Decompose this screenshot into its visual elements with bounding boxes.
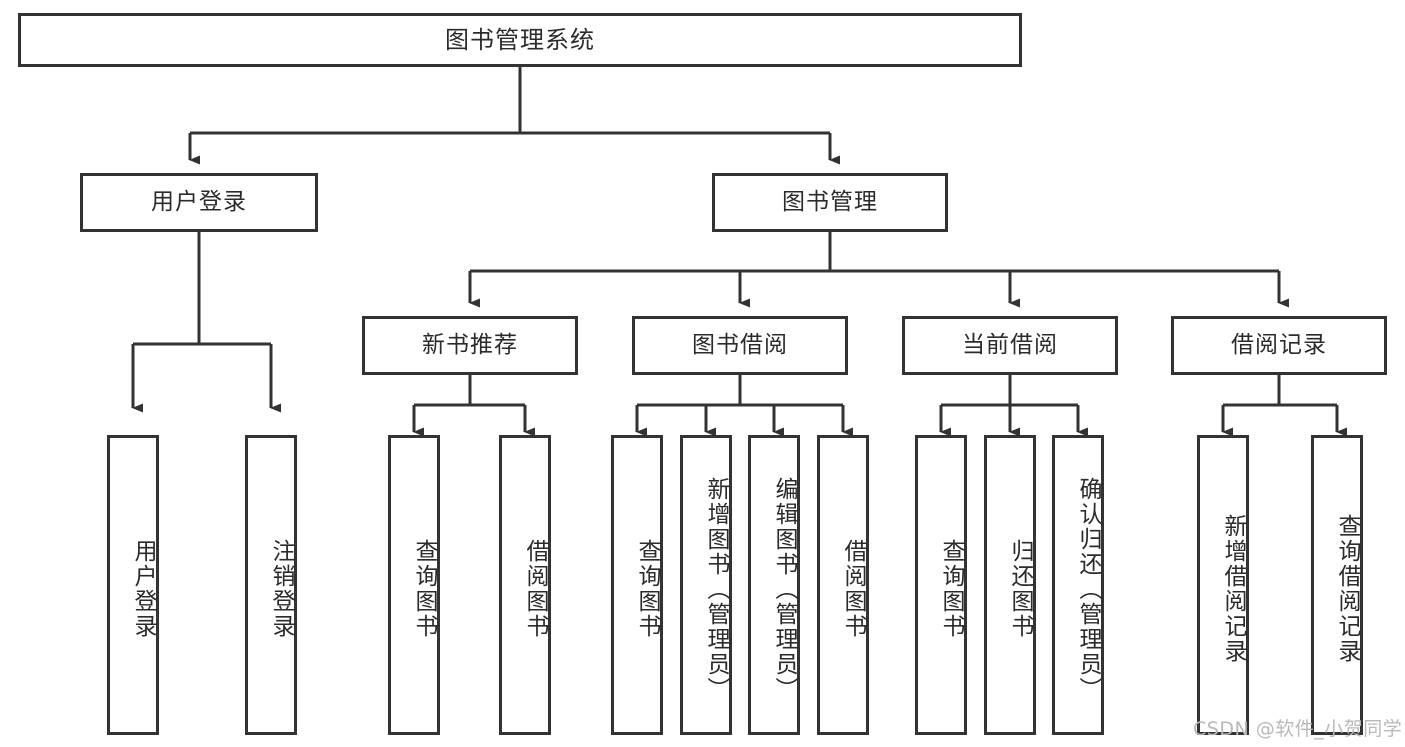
node-label: 归还图书 <box>1007 539 1033 639</box>
node-leaf-query-book-recommend[interactable]: 查询图书 <box>388 435 440 735</box>
node-leaf-query-book-borrow[interactable]: 查询图书 <box>611 435 663 735</box>
node-leaf-confirm-return-admin[interactable]: 确认归还（管理员） <box>1052 435 1104 735</box>
node-current-borrow[interactable]: 当前借阅 <box>902 316 1118 375</box>
node-label: 借阅图书 <box>522 539 548 639</box>
node-leaf-user-login[interactable]: 用户登录 <box>107 435 159 735</box>
node-book-borrow[interactable]: 图书借阅 <box>632 316 848 375</box>
node-label: 图书管理系统 <box>445 25 595 54</box>
node-leaf-query-book-current[interactable]: 查询图书 <box>915 435 967 735</box>
node-label: 注销登录 <box>268 539 294 639</box>
node-label: 图书管理 <box>782 188 878 215</box>
node-label: 用户登录 <box>130 539 156 639</box>
node-leaf-borrow-book[interactable]: 借阅图书 <box>817 435 869 735</box>
node-label: 新增图书（管理员） <box>703 476 729 702</box>
node-label: 用户登录 <box>151 188 247 215</box>
node-label: 借阅记录 <box>1231 331 1327 358</box>
node-leaf-edit-book-admin[interactable]: 编辑图书（管理员） <box>748 435 800 735</box>
node-label: 查询图书 <box>938 539 964 639</box>
node-leaf-return-book[interactable]: 归还图书 <box>984 435 1036 735</box>
node-label: 新书推荐 <box>422 331 518 358</box>
node-label: 当前借阅 <box>962 331 1058 358</box>
node-leaf-add-book-admin[interactable]: 新增图书（管理员） <box>680 435 732 735</box>
node-label: 新增借阅记录 <box>1220 514 1246 664</box>
node-user-login[interactable]: 用户登录 <box>80 173 318 232</box>
node-label: 查询图书 <box>411 539 437 639</box>
node-book-manage[interactable]: 图书管理 <box>712 173 948 232</box>
node-leaf-query-borrow-record[interactable]: 查询借阅记录 <box>1311 435 1363 735</box>
node-leaf-add-borrow-record[interactable]: 新增借阅记录 <box>1197 435 1249 735</box>
node-borrow-record[interactable]: 借阅记录 <box>1171 316 1387 375</box>
node-label: 查询图书 <box>634 539 660 639</box>
node-root-book-management-system[interactable]: 图书管理系统 <box>18 13 1022 67</box>
node-label: 借阅图书 <box>840 539 866 639</box>
node-leaf-borrow-book-recommend[interactable]: 借阅图书 <box>499 435 551 735</box>
node-label: 查询借阅记录 <box>1334 514 1360 664</box>
node-label: 确认归还（管理员） <box>1075 476 1101 702</box>
csdn-watermark: CSDN @软件_小贺同学 <box>1193 718 1403 740</box>
node-new-book-recommend[interactable]: 新书推荐 <box>362 316 578 375</box>
node-label: 图书借阅 <box>692 331 788 358</box>
node-leaf-logout-login[interactable]: 注销登录 <box>245 435 297 735</box>
node-label: 编辑图书（管理员） <box>771 476 797 702</box>
